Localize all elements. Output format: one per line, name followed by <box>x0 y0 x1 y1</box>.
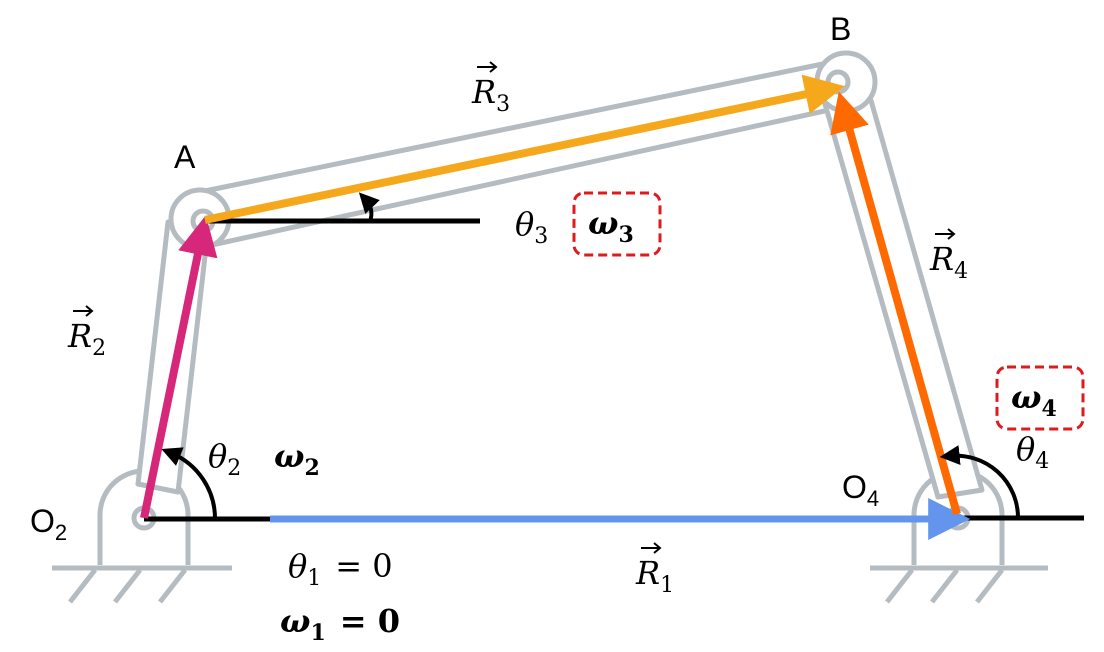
ground-support-o2 <box>52 468 232 604</box>
theta2-arc <box>161 447 218 520</box>
label-vector-r1: R1 <box>635 542 674 598</box>
omega3-highlight-box <box>572 191 662 257</box>
svg-text:R3: R3 <box>471 73 510 117</box>
label-point-o2: O2 <box>30 503 67 545</box>
link-4-body <box>820 87 985 500</box>
label-theta2: θ2 <box>208 437 241 481</box>
svg-text:R2: R2 <box>67 317 106 361</box>
link-bodies <box>135 50 985 500</box>
omega4-highlight-box <box>995 365 1085 431</box>
vector-r2-arrow <box>140 215 218 519</box>
label-vector-r4: R4 <box>929 228 968 284</box>
label-point-o4: O4 <box>842 469 879 511</box>
label-point-b: B <box>830 11 851 47</box>
label-point-a: A <box>174 139 196 175</box>
label-omega2: ω2 <box>274 437 320 481</box>
label-omega1: ω1= 0 <box>280 602 400 646</box>
label-vector-r3: R3 <box>471 61 510 117</box>
vector-r3-arrow <box>204 74 845 224</box>
svg-text:R1: R1 <box>635 554 674 598</box>
label-theta1: θ1= 0 <box>288 547 393 591</box>
label-omega3: ω3 <box>588 204 634 248</box>
vector-r2-overarrow-icon <box>73 305 94 317</box>
label-omega4: ω4 <box>1011 378 1057 422</box>
label-vector-r2: R2 <box>67 305 106 361</box>
svg-text:R4: R4 <box>929 240 968 284</box>
vector-r1-overarrow-icon <box>641 542 662 554</box>
vector-r4-overarrow-icon <box>935 228 956 240</box>
vector-r3-overarrow-icon <box>477 61 498 73</box>
pin-b-hole <box>825 69 851 95</box>
theta3-arc <box>358 192 380 222</box>
label-theta3: θ3 <box>515 205 548 249</box>
theta4-arc <box>939 445 1021 519</box>
vector-r4-arrow <box>830 91 961 516</box>
label-theta4: θ4 <box>1016 430 1049 474</box>
